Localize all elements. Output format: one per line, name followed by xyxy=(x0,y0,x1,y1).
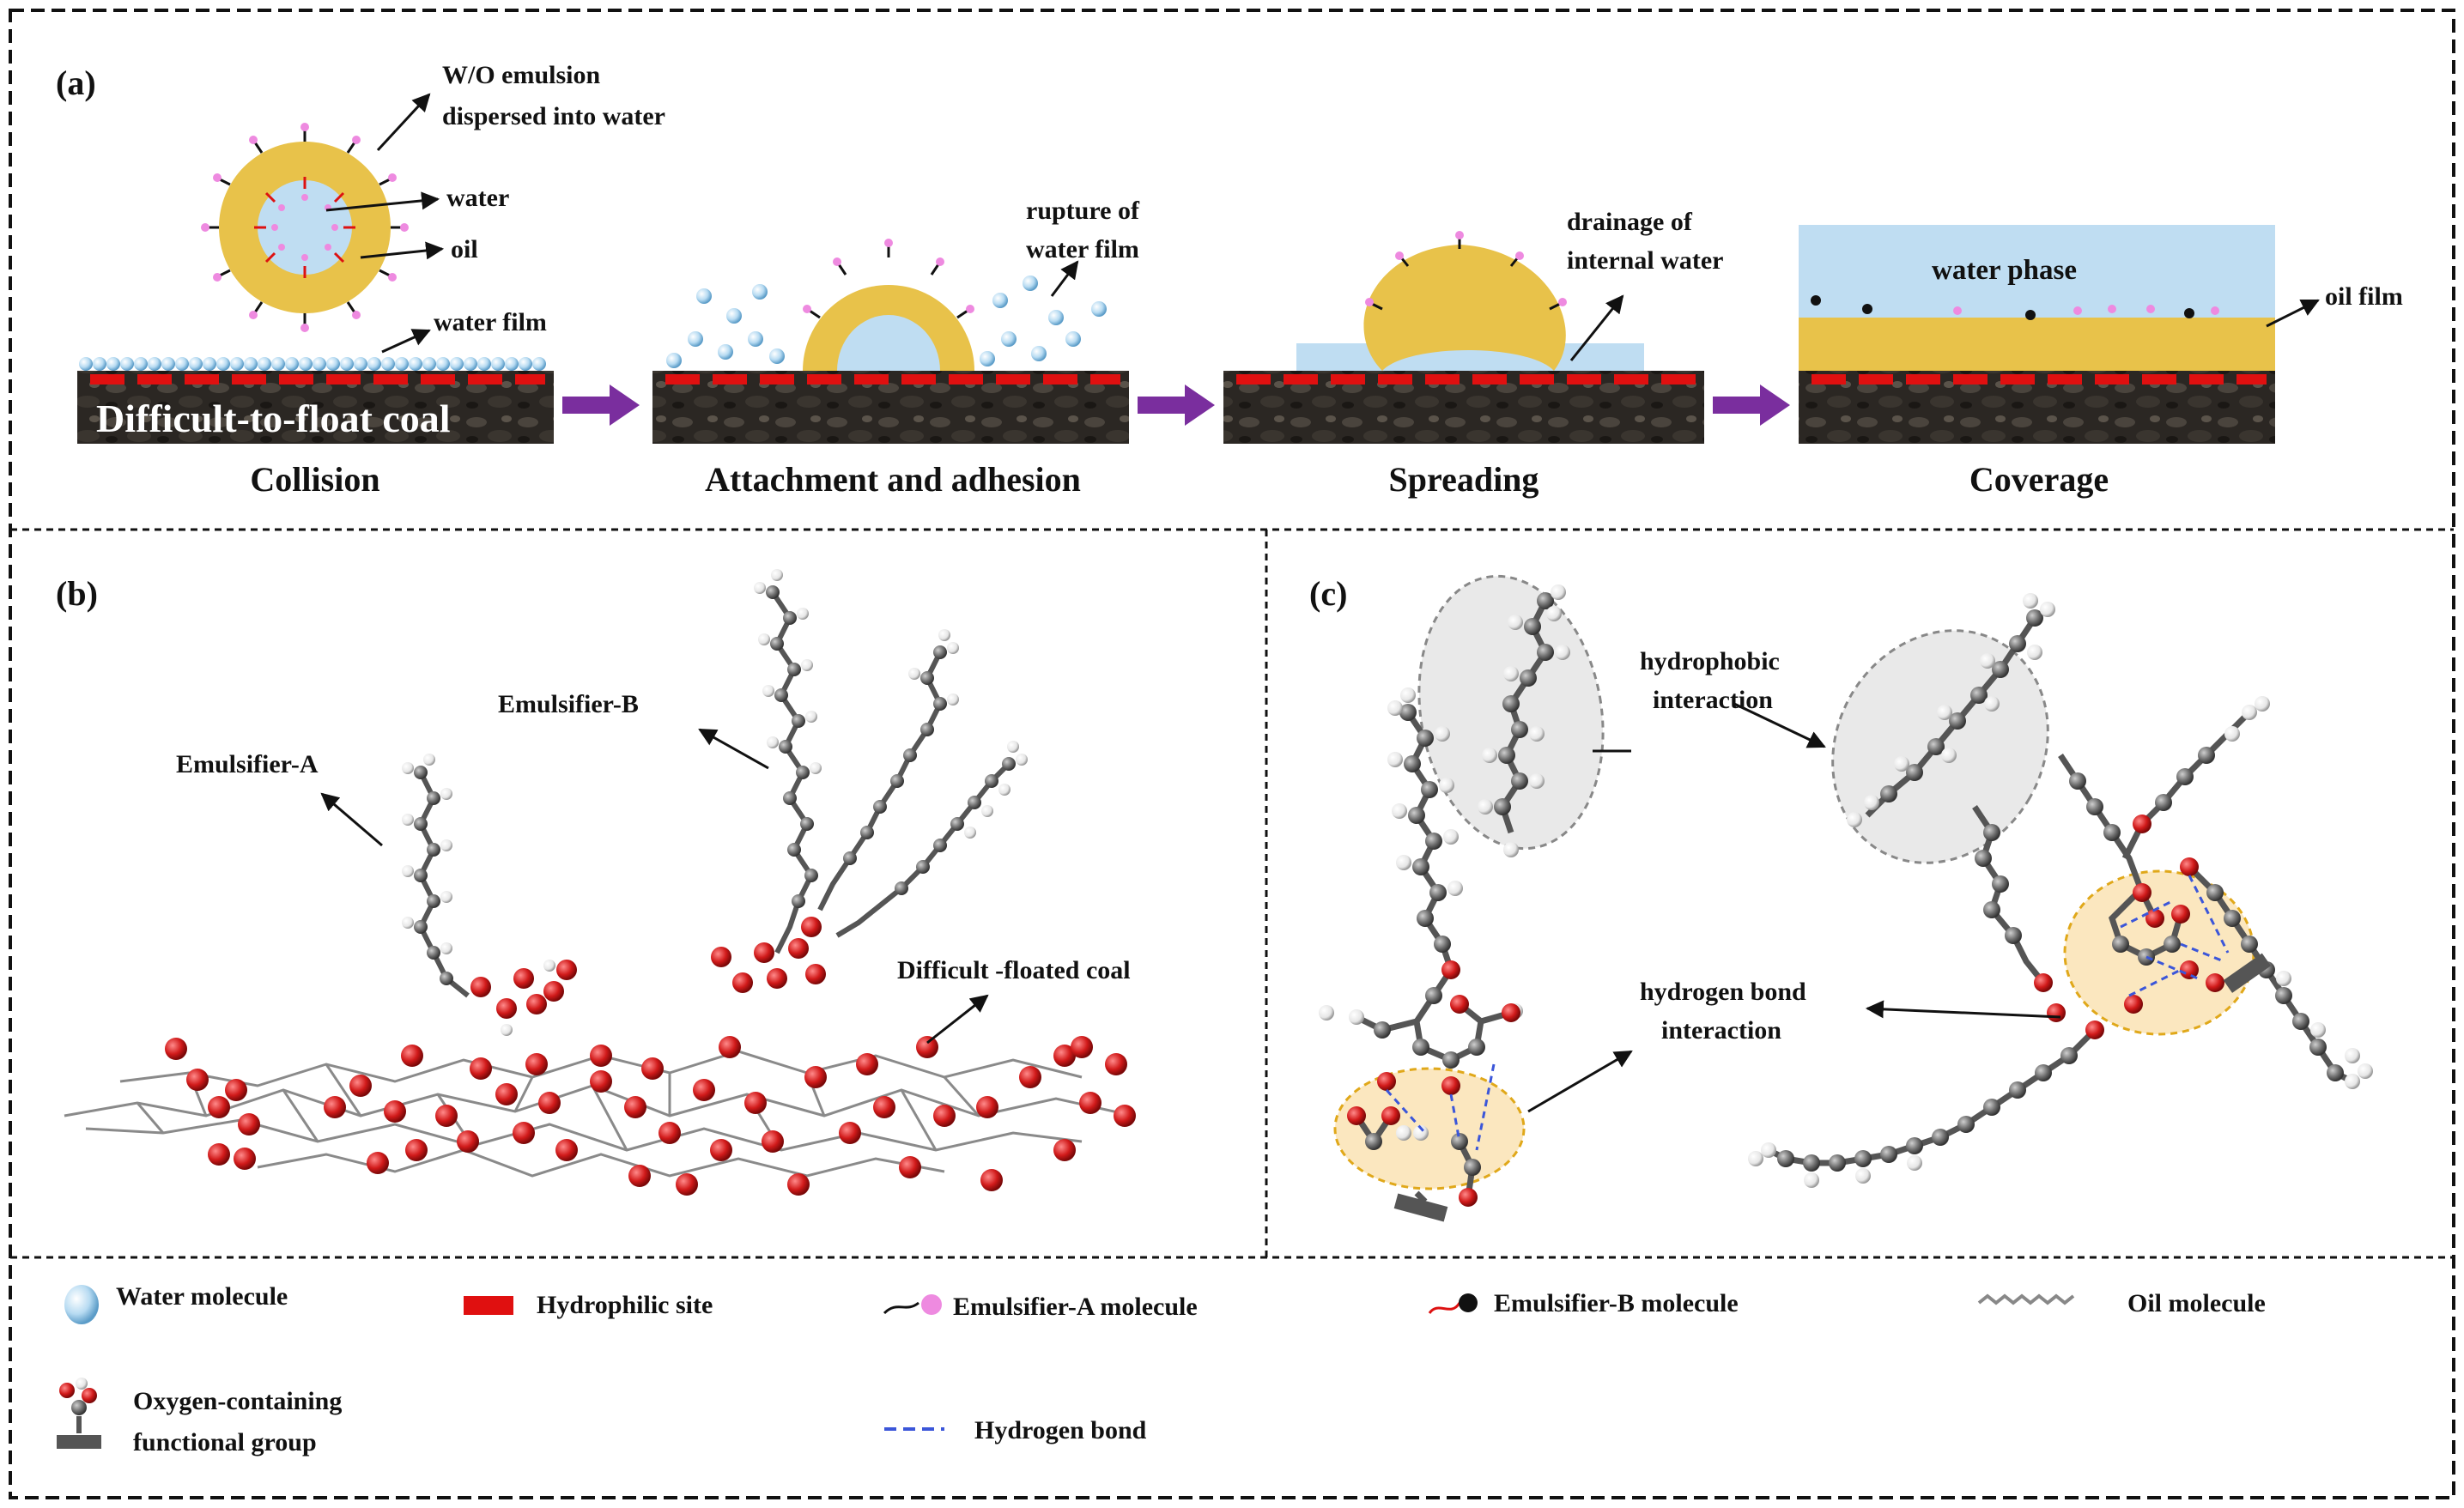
emulsifier-a-structure xyxy=(417,771,470,998)
pointer-hbond-left xyxy=(1527,1050,1633,1113)
coal-label: Difficult-to-float coal xyxy=(96,397,451,440)
stage-coverage xyxy=(1799,225,2320,444)
legend: Water molecule Hydrophilic site Emulsifi… xyxy=(57,1282,2266,1457)
pointer-hbond-right xyxy=(1865,1000,2061,1019)
stage-spreading xyxy=(1223,231,1704,444)
svg-text:Oil molecule: Oil molecule xyxy=(2127,1289,2266,1317)
coal-anchor-right xyxy=(2223,953,2272,993)
pointer-oil xyxy=(360,241,445,260)
panel-a: (a) Difficult-to-float coal xyxy=(56,61,2403,499)
svg-text:Oxygen-containing: Oxygen-containing xyxy=(133,1387,342,1415)
legend-hydrogen-bond: Hydrogen bond xyxy=(884,1416,1147,1444)
legend-emulsifier-b: Emulsifier-B molecule xyxy=(1428,1289,1739,1317)
hbond-region-left xyxy=(1333,1067,1526,1190)
legend-hydrophilic-site: Hydrophilic site xyxy=(464,1291,713,1319)
hbonds-right xyxy=(2120,875,2230,997)
outer-frame xyxy=(9,9,2455,1499)
coal-block-1: Difficult-to-float coal xyxy=(77,357,554,444)
svg-text:Water molecule: Water molecule xyxy=(116,1282,288,1311)
svg-text:Emulsifier-B molecule: Emulsifier-B molecule xyxy=(1494,1289,1739,1317)
annot-water-film: water film xyxy=(434,308,547,336)
label-hydrophobic-2: interaction xyxy=(1653,686,1773,714)
coal-anchor-left xyxy=(1393,1193,1448,1222)
hydrophilic-sites xyxy=(90,374,545,385)
svg-text:functional group: functional group xyxy=(133,1428,317,1457)
panel-c-label: (c) xyxy=(1309,574,1347,613)
annot-rupture-2: water film xyxy=(1026,235,1139,263)
process-arrow-1 xyxy=(562,385,640,426)
pointer-emulsifier-a xyxy=(320,792,383,847)
pointer-coal xyxy=(926,994,989,1045)
annot-oil-film: oil film xyxy=(2325,282,2403,311)
annot-water: water xyxy=(446,184,509,212)
wo-emulsion-droplet xyxy=(201,123,409,332)
label-coal: Difficult -floated coal xyxy=(897,956,1131,984)
pointer-water xyxy=(325,191,440,212)
annot-rupture-1: rupture of xyxy=(1026,197,1140,225)
annot-drainage-1: drainage of xyxy=(1567,208,1693,236)
water-film-droplets xyxy=(79,357,546,371)
stage-attachment xyxy=(652,239,1129,444)
svg-text:Emulsifier-A molecule: Emulsifier-A molecule xyxy=(953,1293,1198,1321)
emulsifier-a-atoms xyxy=(402,754,577,1036)
hbonds-left xyxy=(1385,1063,1496,1151)
svg-text:Hydrophilic site: Hydrophilic site xyxy=(537,1291,713,1319)
legend-oxygen-group: Oxygen-containing functional group xyxy=(57,1378,342,1457)
label-emulsifier-b: Emulsifier-B xyxy=(498,690,639,718)
emulsifier-b-atoms xyxy=(711,569,1028,993)
panel-b-label: (b) xyxy=(56,574,98,613)
coal-oxygen-atoms xyxy=(165,1036,1136,1196)
annot-drainage-2: internal water xyxy=(1567,246,1723,275)
stage-label-collision: Collision xyxy=(250,460,379,499)
annot-wo-2: dispersed into water xyxy=(442,102,665,130)
legend-emulsifier-a: Emulsifier-A molecule xyxy=(883,1293,1198,1321)
legend-oil-molecule: Oil molecule xyxy=(1977,1289,2266,1317)
process-arrow-3 xyxy=(1713,385,1790,426)
label-emulsifier-a: Emulsifier-A xyxy=(176,750,319,778)
stage-label-coverage: Coverage xyxy=(1969,460,2109,499)
process-arrow-2 xyxy=(1138,385,1215,426)
pointer-wo xyxy=(376,93,431,152)
legend-water-molecule: Water molecule xyxy=(64,1282,288,1324)
panel-a-label: (a) xyxy=(56,64,96,102)
label-hbond-1: hydrogen bond xyxy=(1640,978,1806,1006)
annot-oil: oil xyxy=(451,235,478,263)
svg-text:Hydrogen bond: Hydrogen bond xyxy=(974,1416,1147,1444)
pointer-hydrophobic-right xyxy=(1733,702,1826,748)
stage-label-attachment: Attachment and adhesion xyxy=(705,460,1081,499)
stage-label-spreading: Spreading xyxy=(1389,460,1539,499)
label-hbond-2: interaction xyxy=(1661,1016,1781,1045)
panel-c: (c) xyxy=(1309,574,2373,1222)
panel-b: (b) xyxy=(56,569,1136,1196)
pointer-emulsifier-b xyxy=(698,728,769,770)
annot-wo-1: W/O emulsion xyxy=(442,61,601,89)
pointer-water-film xyxy=(381,329,431,354)
annot-water-phase: water phase xyxy=(1932,255,2077,286)
label-hydrophobic-1: hydrophobic xyxy=(1640,647,1780,675)
